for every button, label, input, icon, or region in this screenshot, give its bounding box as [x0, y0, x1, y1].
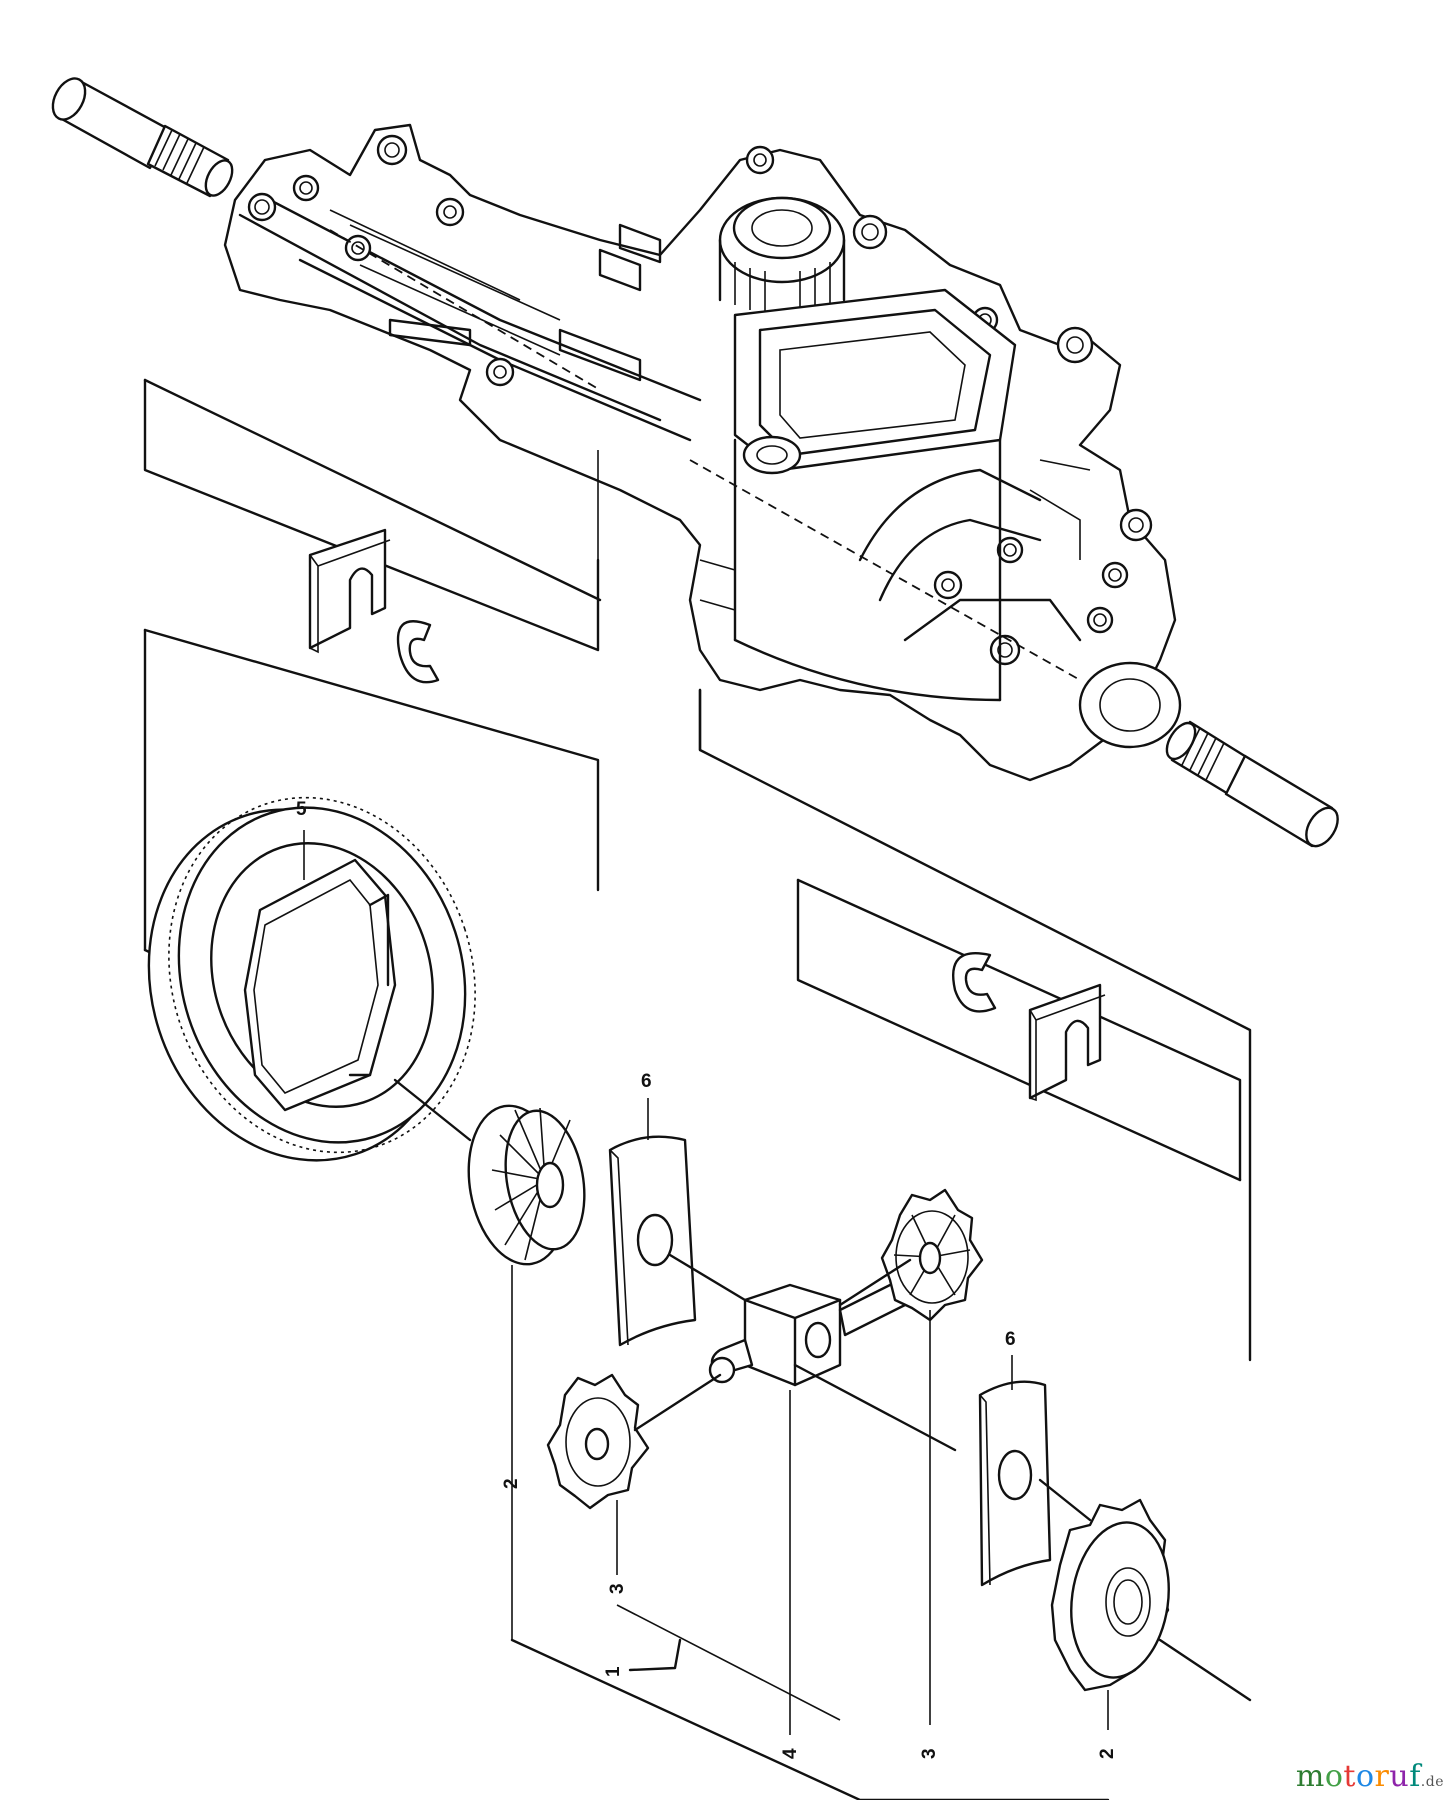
watermark-suffix: .de [1420, 1774, 1444, 1790]
retaining-clip-upper [308, 528, 391, 654]
left-axle-shaft [51, 77, 234, 198]
watermark-letter: t [1343, 1759, 1356, 1794]
watermark-letter: r [1374, 1759, 1390, 1794]
part-labels: 5 6 6 2 3 3 4 2 1 [296, 799, 1118, 1759]
right-axle-shaft [1165, 720, 1339, 848]
label-part-3-left: 3 [607, 1583, 628, 1594]
snap-ring-lower [952, 952, 997, 1013]
right-output-hub [1078, 661, 1182, 749]
watermark-letter: o [1355, 1759, 1375, 1794]
side-gear-left [467, 1104, 586, 1266]
central-boss [718, 196, 846, 312]
label-part-3-right: 3 [919, 1748, 940, 1759]
side-gear-right [1050, 1498, 1170, 1692]
snap-ring-upper [396, 620, 440, 684]
label-part-6-left: 6 [641, 1071, 652, 1092]
watermark-letter: m [1295, 1759, 1325, 1794]
watermark-letter: u [1389, 1759, 1410, 1794]
differential-cross-block [708, 1278, 907, 1387]
label-part-2-left: 2 [501, 1478, 522, 1489]
label-part-4: 4 [780, 1748, 801, 1759]
pinion-gear-left [546, 1373, 650, 1510]
watermark-letter: f [1409, 1759, 1421, 1794]
differential-cavity [733, 288, 1017, 475]
watermark-letter: o [1324, 1759, 1344, 1794]
label-part-2-right: 2 [1097, 1748, 1118, 1759]
site-watermark: motoruf.de [1296, 1759, 1444, 1794]
label-part-1: 1 [603, 1666, 624, 1677]
retaining-clip-lower [1028, 983, 1106, 1102]
thrust-washer-left [608, 1135, 697, 1347]
mounting-holes [247, 134, 1153, 666]
pinion-gear-right [880, 1188, 984, 1322]
housing-outline [223, 123, 1177, 782]
part-connector-lines [303, 830, 1252, 1800]
ring-gear [147, 796, 476, 1162]
transaxle-housing [51, 77, 1339, 848]
label-part-5: 5 [296, 799, 307, 820]
thrust-washer-right [978, 1380, 1052, 1587]
label-part-6-right: 6 [1005, 1329, 1016, 1350]
